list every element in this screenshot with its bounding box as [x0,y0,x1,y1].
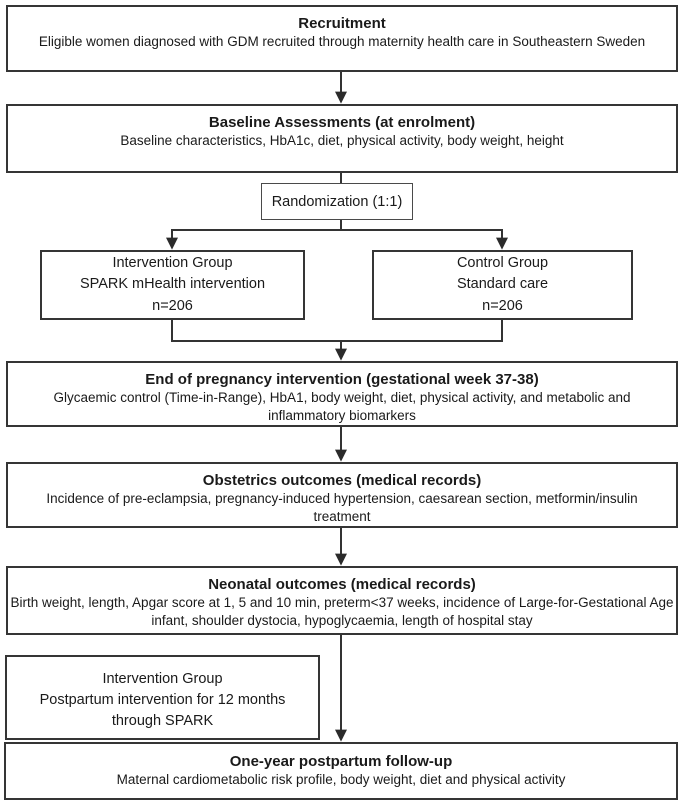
control-group-description: Standard care [456,276,549,293]
baseline-assessments-box: Baseline Assessments (at enrolment) Base… [6,104,678,173]
obstetrics-outcomes-box: Obstetrics outcomes (medical records) In… [6,462,678,528]
recruitment-box: Recruitment Eligible women diagnosed wit… [6,5,678,72]
intervention-group-description: SPARK mHealth intervention [79,276,266,293]
recruitment-body: Eligible women diagnosed with GDM recrui… [38,34,646,49]
randomization-box: Randomization (1:1) [261,183,413,220]
neonatal-outcomes-box: Neonatal outcomes (medical records) Birt… [6,566,678,635]
control-group-n: n=206 [482,297,523,314]
end-of-pregnancy-box: End of pregnancy intervention (gestation… [6,361,678,427]
end-of-pregnancy-title: End of pregnancy intervention (gestation… [145,371,539,388]
neonatal-body: Birth weight, length, Apgar score at 1, … [10,595,674,628]
follow-up-box: One-year postpartum follow-up Maternal c… [4,742,678,800]
obstetrics-title: Obstetrics outcomes (medical records) [202,472,482,489]
postpartum-title: Intervention Group [102,671,223,687]
postpartum-description: Postpartum intervention for 12 months [39,692,286,708]
postpartum-intervention-box: Intervention Group Postpartum interventi… [5,655,320,740]
intervention-group-box: Intervention Group SPARK mHealth interve… [40,250,305,320]
control-group-box: Control Group Standard care n=206 [372,250,633,320]
control-group-title: Control Group [456,254,549,271]
intervention-group-n: n=206 [152,297,193,314]
follow-up-body: Maternal cardiometabolic risk profile, b… [116,772,566,787]
baseline-body: Baseline characteristics, HbA1c, diet, p… [120,133,564,148]
follow-up-title: One-year postpartum follow-up [229,753,453,770]
neonatal-title: Neonatal outcomes (medical records) [208,576,476,593]
baseline-title: Baseline Assessments (at enrolment) [208,114,476,131]
recruitment-title: Recruitment [298,15,386,32]
obstetrics-body: Incidence of pre-eclampsia, pregnancy-in… [46,491,638,524]
randomization-label: Randomization (1:1) [271,193,403,210]
end-of-pregnancy-body: Glycaemic control (Time-in-Range), HbA1,… [53,390,631,423]
postpartum-description-2: through SPARK [111,713,214,729]
intervention-group-title: Intervention Group [112,254,233,271]
